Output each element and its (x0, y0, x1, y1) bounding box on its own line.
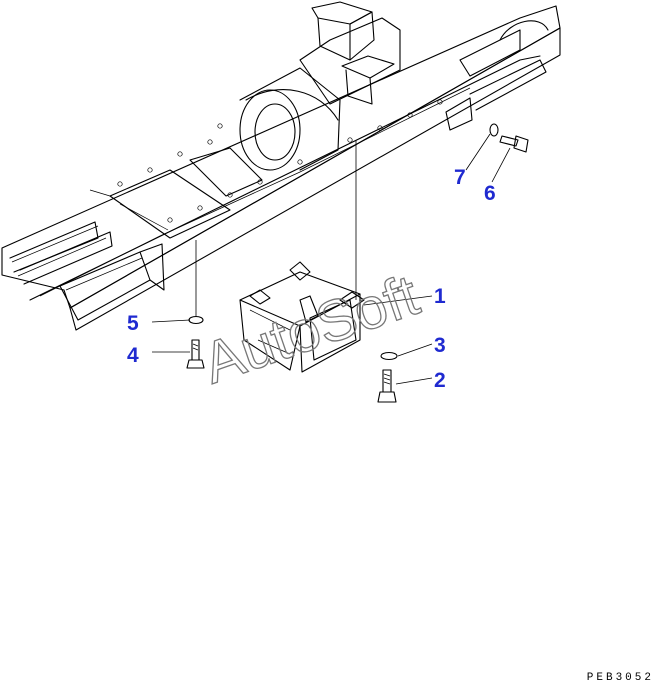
bolt-6 (499, 135, 529, 153)
callout-4: 4 (127, 344, 139, 367)
leader-lines (151, 133, 511, 385)
callout-1: 1 (434, 285, 446, 308)
callout-6: 6 (484, 182, 496, 205)
main-frame (1, 1, 561, 331)
callout-3: 3 (434, 334, 446, 357)
washer-3 (380, 351, 398, 361)
drawing-code: PEB3052 (586, 672, 654, 684)
watermark-autosoft: AutoSoft (195, 262, 427, 396)
beam-holes (117, 99, 443, 223)
callout-5: 5 (127, 312, 139, 335)
callout-7: 7 (454, 166, 466, 189)
washer-7 (489, 123, 499, 137)
washer-5 (188, 315, 204, 325)
callout-2: 2 (434, 369, 446, 392)
bolt-4 (186, 339, 205, 369)
bolt-2 (377, 369, 397, 403)
lower-bracket (239, 261, 365, 373)
